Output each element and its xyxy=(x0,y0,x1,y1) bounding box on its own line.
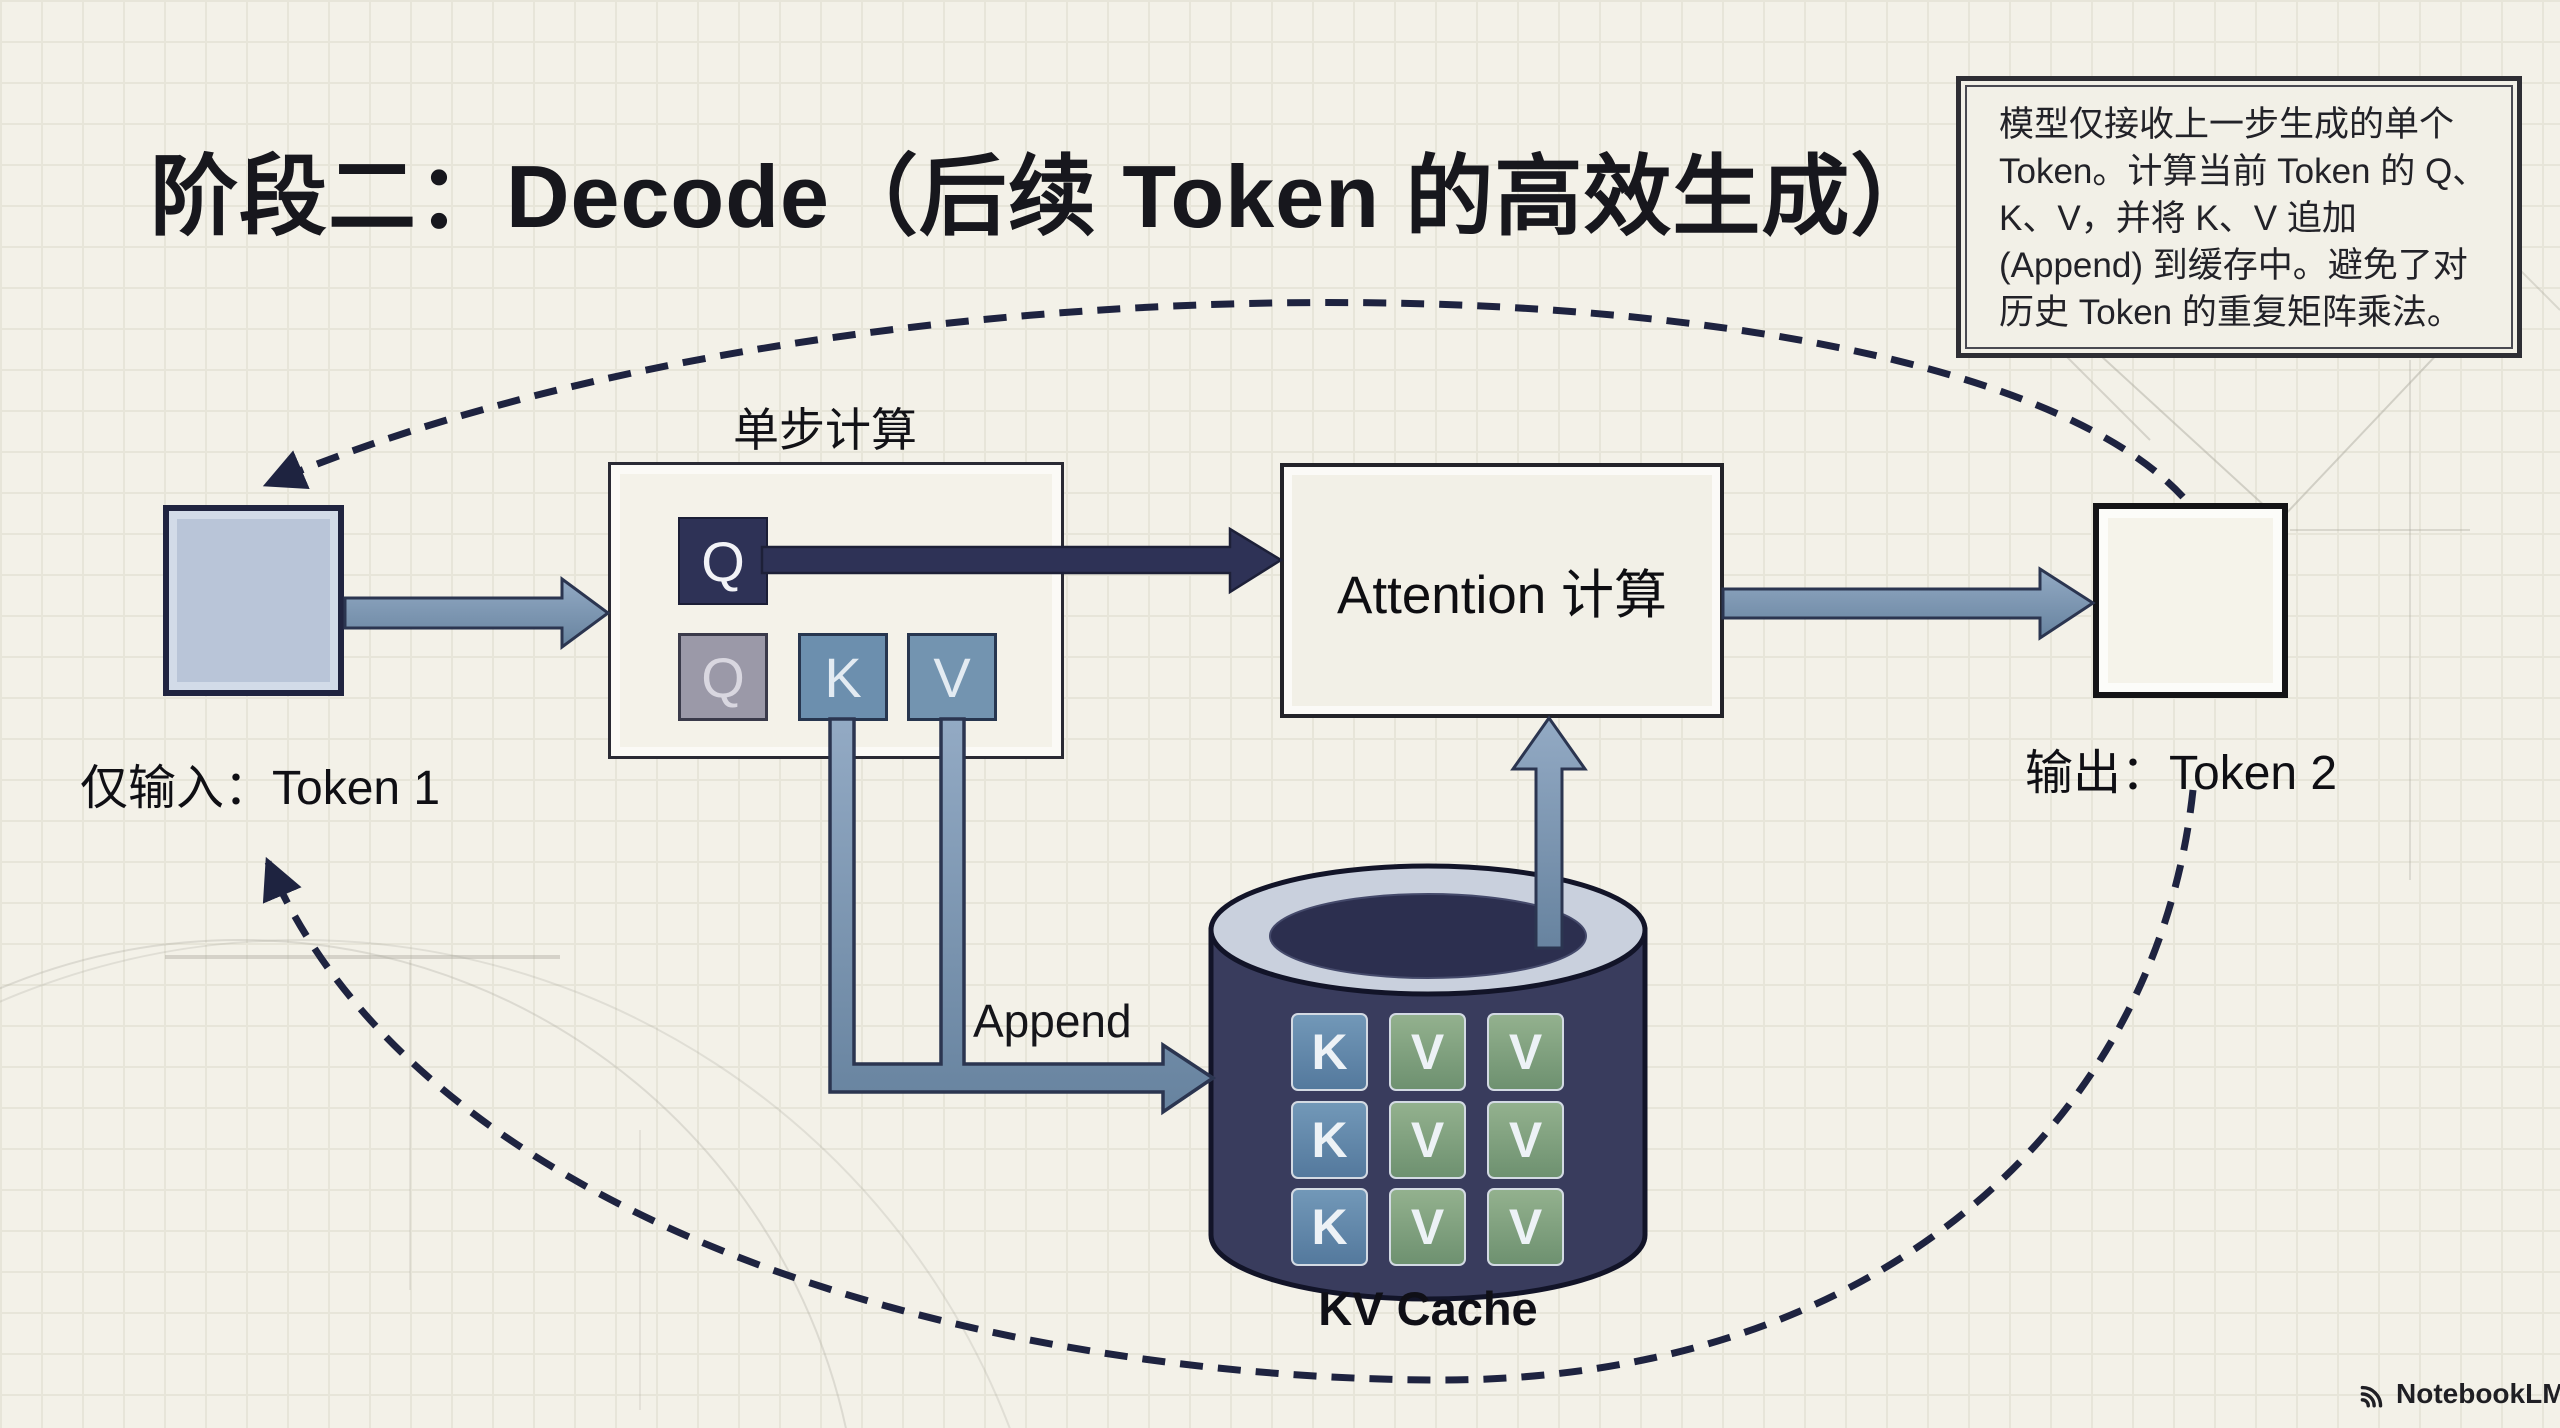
note-line: 模型仅接收上一步生成的单个 xyxy=(1999,105,2455,144)
q-faded-square: Q xyxy=(678,633,768,721)
note-line: 历史 Token 的重复矩阵乘法。 xyxy=(1999,293,2462,332)
kv-cell-v: V xyxy=(1389,1188,1466,1266)
explanation-note-box: 模型仅接收上一步生成的单个 Token。计算当前 Token 的 Q、 K、V，… xyxy=(1956,76,2522,358)
input-token-square xyxy=(163,505,344,696)
kv-cell-v: V xyxy=(1487,1013,1564,1091)
watermark: NotebookLM xyxy=(2356,1378,2560,1410)
output-token-square xyxy=(2093,503,2288,698)
kv-cell-k: K xyxy=(1291,1101,1368,1179)
bottom-loop-dashed-arrow xyxy=(262,789,2197,1384)
k-square: K xyxy=(798,633,888,721)
cylinder-opening xyxy=(1269,893,1587,979)
notebooklm-icon xyxy=(2360,1385,2383,1408)
q-new-square: Q xyxy=(678,517,768,605)
v-square: V xyxy=(907,633,997,721)
step-box-label: 单步计算 xyxy=(733,404,917,456)
kv-cell-v: V xyxy=(1389,1101,1466,1179)
output-token-label: 输出：Token 2 xyxy=(2025,747,2338,800)
watermark-label: NotebookLM xyxy=(2396,1378,2560,1409)
attention-compute-box: Attention 计算 xyxy=(1280,463,1724,718)
note-line: Token。计算当前 Token 的 Q、 xyxy=(1999,152,2488,191)
kv-cell-k: K xyxy=(1291,1013,1368,1091)
input-token-label: 仅输入：Token 1 xyxy=(80,762,441,815)
kv-cache-label: KV Cache xyxy=(1318,1282,1538,1335)
kv-cell-v: V xyxy=(1487,1101,1564,1179)
sketch-decoration xyxy=(0,229,2560,1428)
note-line: K、V，并将 K、V 追加 xyxy=(1999,199,2357,238)
kv-cell-v: V xyxy=(1487,1188,1564,1266)
page-title: 阶段二：Decode（后续 Token 的高效生成） xyxy=(150,147,1940,246)
append-label: Append xyxy=(973,995,1132,1047)
note-line: (Append) 到缓存中。避免了对 xyxy=(1999,246,2468,285)
kv-cell-k: K xyxy=(1291,1188,1368,1266)
top-loop-dashed-arrow xyxy=(262,299,2186,500)
kv-cell-v: V xyxy=(1389,1013,1466,1091)
